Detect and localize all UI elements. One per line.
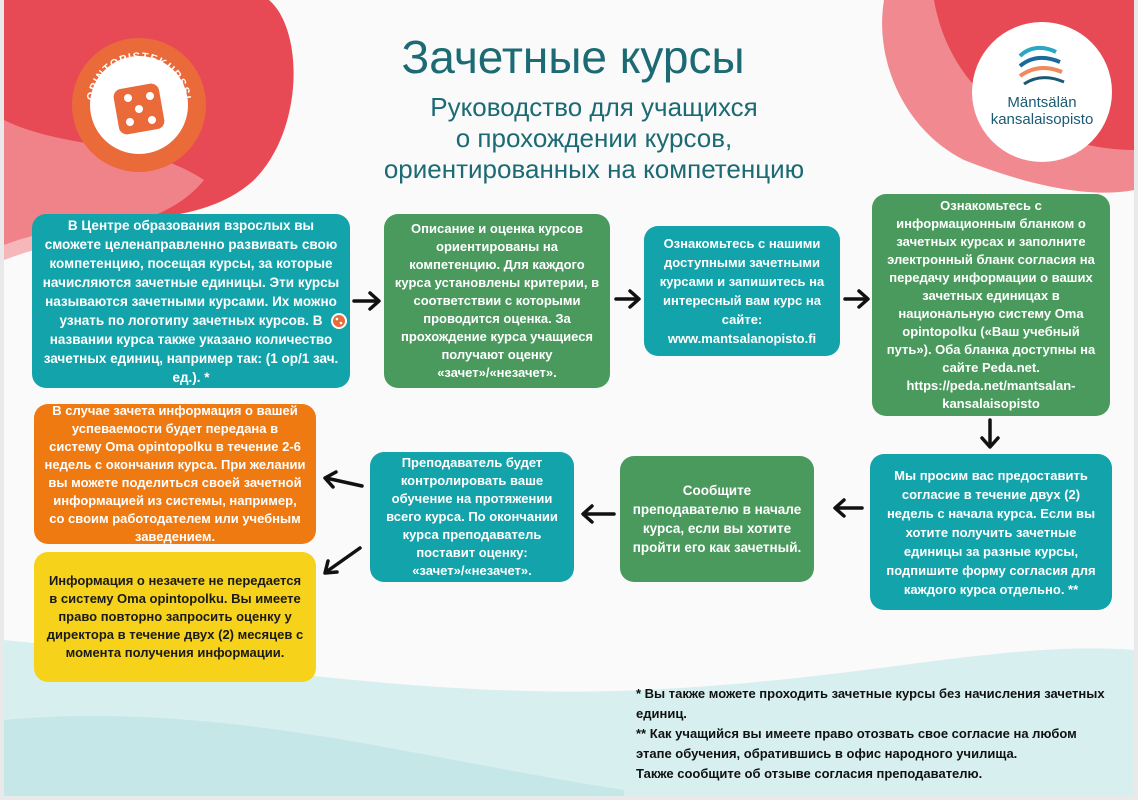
arrow-right-2 (614, 289, 641, 309)
opintopistekurssi-logo: OPINTOPISTEKURSSI (72, 38, 206, 172)
step-7-text: Преподаватель будет контролировать ваше … (386, 455, 558, 578)
mantsala-logo: Mäntsälän kansalaisopisto (972, 22, 1112, 162)
flow-arrows (323, 289, 1000, 575)
step-2-box: Описание и оценка курсов ориентированы н… (384, 214, 610, 388)
step-6-box: Сообщите преподавателю в начале курса, е… (620, 456, 814, 582)
arrow-to-orange (323, 470, 364, 489)
step-5-box: Мы просим вас предоставить согласие в те… (870, 454, 1112, 610)
step-9-box: Информация о незачете не передается в си… (34, 552, 316, 682)
arrow-to-yellow (323, 546, 362, 575)
step-3-text: Ознакомьтесь с нашими доступными зачетны… (659, 236, 825, 346)
step-3-box: Ознакомьтесь с нашими доступными зачетны… (644, 226, 840, 356)
arrow-right-1 (352, 291, 381, 311)
page-subtitle: Руководство для учащихся о прохождении к… (334, 92, 854, 185)
step-1-box: В Центре образования взрослых вы сможете… (32, 214, 350, 388)
arrow-left-1 (833, 498, 864, 518)
wave-icon (1018, 45, 1065, 86)
step-8-box: В случае зачета информация о вашей успев… (34, 403, 316, 544)
subtitle-line-2: о прохождении курсов, (455, 123, 733, 153)
footnote-2: ** Как учащийся вы имеете право отозвать… (636, 726, 1077, 761)
step-9-text: Информация о незачете не передается в си… (46, 573, 304, 660)
subtitle-line-1: Руководство для учащихся (430, 92, 758, 122)
logo-line-1: Mäntsälän (1007, 94, 1077, 111)
footnote-3: Также сообщите об отзыве согласия препод… (636, 766, 983, 781)
step-6-text: Сообщите преподавателю в начале курса, е… (632, 483, 802, 555)
arrow-right-3 (843, 289, 870, 309)
page-title: Зачетные курсы (401, 31, 745, 83)
step-4-text: Ознакомьтесь с информационным бланком о … (886, 198, 1096, 411)
arrow-left-2 (581, 504, 616, 524)
subtitle-line-3: ориентированных на компетенцию (383, 154, 805, 184)
footnotes: * Вы также можете проходить зачетные кур… (636, 684, 1116, 784)
poster: OPINTOPISTEKURSSI Mäntsälän kansalaisopi… (4, 0, 1134, 796)
dice-logo-icon (331, 313, 347, 329)
dice-icon: OPINTOPISTEKURSSI (85, 51, 192, 135)
step-2-text: Описание и оценка курсов ориентированы н… (394, 221, 600, 380)
step-5-text: Мы просим вас предоставить согласие в те… (886, 467, 1096, 597)
logo-line-2: kansalaisopisto (990, 111, 1094, 128)
step-7-box: Преподаватель будет контролировать ваше … (370, 452, 574, 582)
step-8-text: В случае зачета информация о вашей успев… (44, 403, 306, 544)
footnote-1: * Вы также можете проходить зачетные кур… (636, 686, 1105, 721)
step-4-box: Ознакомьтесь с информационным бланком о … (872, 194, 1110, 416)
step-1-text: В Центре образования взрослых вы сможете… (42, 217, 340, 385)
arrow-down (980, 418, 1000, 449)
